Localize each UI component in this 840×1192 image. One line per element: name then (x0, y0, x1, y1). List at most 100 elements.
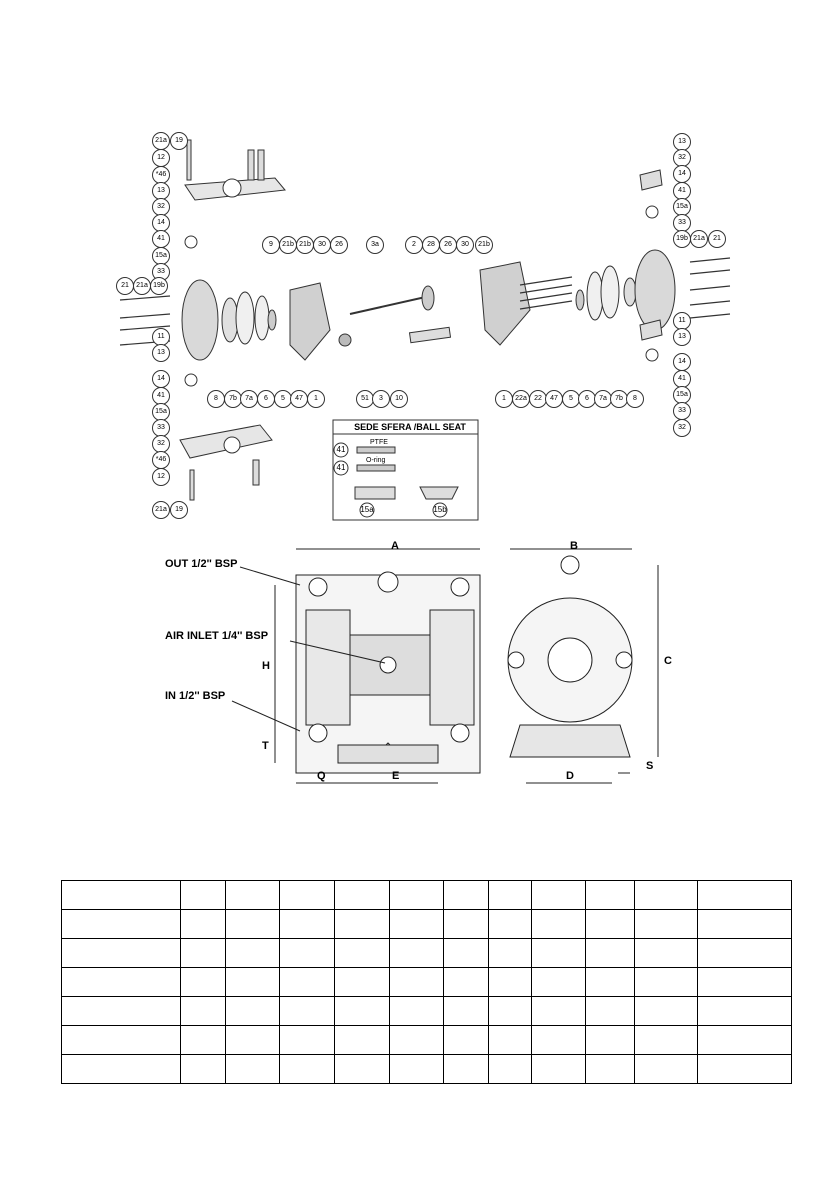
table-row (61, 1054, 792, 1084)
table-cell (389, 1054, 444, 1084)
callout-lside-0: 21 (116, 277, 134, 295)
table-cell (585, 909, 635, 939)
table-cell (61, 880, 181, 910)
dim-label-d: D (566, 770, 574, 782)
dim-label-t: T (262, 740, 269, 752)
table-cell (634, 996, 698, 1026)
callout-bc-1: 3 (372, 390, 390, 408)
table-cell (225, 909, 280, 939)
dimensions-table (61, 880, 792, 1084)
table-cell (697, 880, 792, 910)
table-cell (279, 1025, 335, 1055)
exploded-view-drawing (119, 139, 731, 521)
table-cell (634, 1054, 698, 1084)
table-cell (279, 996, 335, 1026)
table-cell (585, 1054, 635, 1084)
callout-bl-4: 5 (274, 390, 292, 408)
table-cell (634, 938, 698, 968)
table-cell (180, 996, 226, 1026)
table-cell (61, 996, 181, 1026)
table-cell (225, 967, 280, 997)
table-cell (61, 1054, 181, 1084)
table-cell (443, 880, 489, 910)
air-inlet-port-label: AIR INLET 1/4'' BSP (165, 630, 269, 642)
table-cell (531, 938, 586, 968)
right-center-body (479, 261, 531, 346)
callout-lcol-2: 12 (152, 149, 170, 167)
table-cell (531, 967, 586, 997)
table-cell (488, 1054, 532, 1084)
callout-bc-0: 51 (356, 390, 374, 408)
table-cell (61, 1025, 181, 1055)
table-cell (225, 1054, 280, 1084)
table-cell (443, 909, 489, 939)
table-cell (585, 967, 635, 997)
table-row (61, 880, 792, 910)
callout-br-1: 22a (512, 390, 530, 408)
table-cell (225, 996, 280, 1026)
table-cell (585, 996, 635, 1026)
callout-lcol-18: 12 (152, 468, 170, 486)
callout-lcol-12: 14 (152, 370, 170, 388)
callout-lcol-19: 21a (152, 501, 170, 519)
oring-label: O-ring (366, 457, 386, 464)
callout-lcol-7: 41 (152, 230, 170, 248)
inset-callout-41-a: 41 (336, 445, 346, 454)
callout-tc-9: 30 (456, 236, 474, 254)
table-cell (334, 996, 390, 1026)
table-cell (531, 1025, 586, 1055)
table-cell (334, 1054, 390, 1084)
table-cell (279, 967, 335, 997)
callout-rcol-15: 32 (673, 419, 691, 437)
table-cell (279, 938, 335, 968)
table-cell (389, 880, 444, 910)
table-cell (180, 967, 226, 997)
dim-label-h: H (262, 660, 270, 672)
callout-bl-3: 6 (257, 390, 275, 408)
table-cell (585, 880, 635, 910)
callout-br-5: 6 (578, 390, 596, 408)
callout-lcol-0: 21a (152, 132, 170, 150)
inset-callout-15a: 15a (360, 505, 374, 514)
table-cell (634, 1025, 698, 1055)
table-cell (488, 996, 532, 1026)
table-cell (443, 938, 489, 968)
outlet-port-label: OUT 1/2'' BSP (165, 558, 238, 570)
table-cell (180, 909, 226, 939)
left-outer-chamber (181, 279, 219, 361)
callout-br-4: 5 (562, 390, 580, 408)
inset-callout-15b: 15b (433, 505, 447, 514)
callout-rcol-8: 21 (708, 230, 726, 248)
callout-lcol-3: *46 (152, 166, 170, 184)
table-cell (443, 996, 489, 1026)
callout-rcol-11: 14 (673, 353, 691, 371)
callout-lside-1: 21a (133, 277, 151, 295)
table-cell (61, 938, 181, 968)
callout-rcol-9: 11 (673, 312, 691, 330)
table-cell (585, 938, 635, 968)
dim-label-b: B (570, 540, 578, 552)
callout-tc-3: 30 (313, 236, 331, 254)
callout-rcol-7: 21a (690, 230, 708, 248)
callout-tc-8: 26 (439, 236, 457, 254)
table-cell (531, 909, 586, 939)
table-cell (180, 1054, 226, 1084)
table-cell (634, 967, 698, 997)
table-row (61, 967, 792, 997)
table-row (61, 1025, 792, 1055)
table-row (61, 909, 792, 939)
callout-lcol-11: 13 (152, 344, 170, 362)
table-cell (279, 880, 335, 910)
ptfe-label: PTFE (370, 439, 388, 446)
callout-tc-4: 26 (330, 236, 348, 254)
right-outer-chamber (634, 249, 676, 331)
table-cell (180, 880, 226, 910)
table-cell (389, 938, 444, 968)
callout-bl-2: 7a (240, 390, 258, 408)
callout-bl-0: 8 (207, 390, 225, 408)
callout-tc-5: 3a (366, 236, 384, 254)
callout-lcol-17: *46 (152, 451, 170, 469)
table-cell (697, 909, 792, 939)
callout-rcol-14: 33 (673, 402, 691, 420)
table-cell (334, 938, 390, 968)
